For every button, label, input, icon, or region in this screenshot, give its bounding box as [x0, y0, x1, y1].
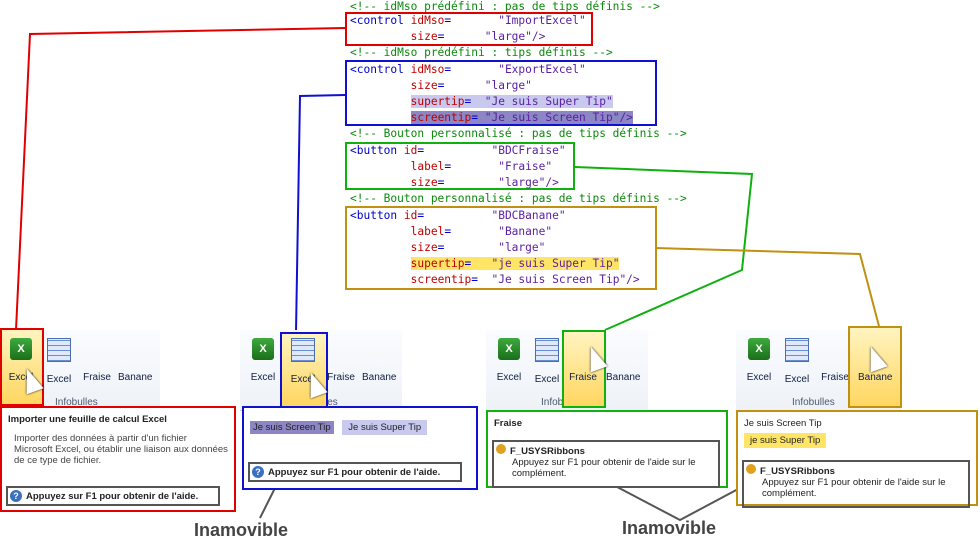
excel-import-icon: X [252, 338, 274, 360]
gold-connector [654, 247, 881, 331]
attr-text: idMso [410, 14, 445, 27]
val-text: "large"/> [484, 30, 546, 43]
green-button-highlight [562, 330, 606, 408]
inamovible-label-2: Inamovible [622, 518, 717, 538]
export-excel-button[interactable]: Excel [42, 338, 76, 385]
excel-export-icon [785, 338, 809, 362]
export-excel-button[interactable]: Excel [286, 338, 320, 385]
excel-import-icon: X [10, 338, 32, 360]
fraise-button[interactable]: Fraise [821, 372, 849, 383]
red-connector [15, 27, 346, 331]
tooltip-import: Importer une feuille de calcul Excel Imp… [0, 406, 236, 512]
gear-icon [746, 464, 756, 474]
excel-export-icon [47, 338, 71, 362]
excel-import-icon: X [498, 338, 520, 360]
help-line: ?Appuyez sur F1 pour obtenir de l'aide. [248, 462, 462, 482]
val-text: "ImportExcel" [498, 14, 586, 27]
banane-button[interactable]: Banane [606, 372, 641, 383]
help-icon: ? [10, 490, 22, 502]
gear-icon [496, 444, 506, 454]
arrow-right [599, 477, 741, 522]
comment-1: <!-- idMso prédéfini : pas de tips défin… [350, 0, 660, 13]
addin-box: F_USYSRibbons Appuyez sur F1 pour obteni… [492, 440, 720, 488]
group-label: Infobulles [55, 397, 98, 408]
addin-box: F_USYSRibbons Appuyez sur F1 pour obteni… [742, 460, 970, 508]
comment-3: <!-- Bouton personnalisé : pas de tips d… [350, 127, 687, 140]
inamovible-label-1: Inamovible [194, 520, 289, 540]
tooltip-title: Fraise [494, 418, 522, 429]
fraise-button[interactable]: Fraise [83, 372, 111, 383]
tooltip-export: Je suis Screen Tip Je suis Super Tip ?Ap… [242, 406, 478, 490]
attr-text: size [410, 30, 438, 43]
export-excel-button[interactable]: Excel [780, 338, 814, 385]
help-icon: ? [252, 466, 264, 478]
gold-button-highlight [848, 326, 902, 408]
green-connector [574, 166, 754, 331]
fraise-button[interactable]: Fraise [327, 372, 355, 383]
help-line: ?Appuyez sur F1 pour obtenir de l'aide. [6, 486, 220, 506]
tooltip-title: Importer une feuille de calcul Excel [8, 414, 167, 425]
red-box [345, 12, 593, 46]
blue-box [345, 60, 657, 126]
tooltip-body: Importer des données à partir d'un fichi… [14, 433, 228, 466]
comment-4: <!-- Bouton personnalisé : pas de tips d… [350, 192, 687, 205]
fraise-button[interactable]: Fraise [569, 372, 597, 383]
tooltip-banane: Je suis Screen Tip je suis Super Tip F_U… [736, 410, 978, 508]
banane-button[interactable]: Banane [858, 372, 893, 383]
supertip-text: Je suis Super Tip [342, 420, 428, 435]
excel-import-icon: X [748, 338, 770, 360]
supertip-text: je suis Super Tip [744, 433, 827, 448]
banane-button[interactable]: Banane [362, 372, 397, 383]
excel-export-icon [535, 338, 559, 362]
screentip-text: Je suis Screen Tip [250, 421, 334, 434]
screentip-text: Je suis Screen Tip [744, 418, 822, 429]
tooltip-fraise: Fraise F_USYSRibbons Appuyez sur F1 pour… [486, 410, 728, 488]
gold-box [345, 206, 657, 290]
export-excel-button[interactable]: Excel [530, 338, 564, 385]
xml-code: <!-- idMso prédéfini : pas de tips défin… [345, 0, 687, 290]
excel-export-icon [291, 338, 315, 362]
blue-connector [295, 94, 346, 333]
banane-button[interactable]: Banane [118, 372, 153, 383]
green-box [345, 142, 575, 190]
tag-text: <control [350, 14, 411, 27]
comment-2: <!-- idMso prédéfini : tips définis --> [350, 46, 613, 59]
